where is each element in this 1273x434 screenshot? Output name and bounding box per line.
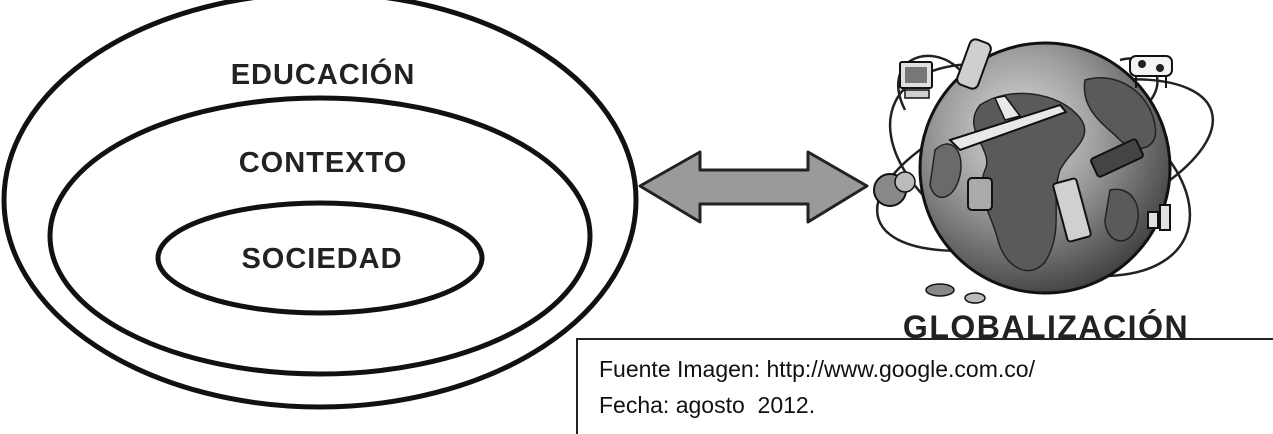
label-educacion: EDUCACIÓN xyxy=(231,57,416,91)
inner-ellipse-sociedad xyxy=(155,200,485,316)
globe-icon xyxy=(873,38,1215,304)
label-sociedad: SOCIEDAD xyxy=(241,243,402,275)
middle-ellipse-contexto xyxy=(47,95,593,377)
label-contexto: CONTEXTO xyxy=(239,147,408,179)
double-arrow-icon xyxy=(638,150,869,224)
outer-ellipse-educacion xyxy=(1,0,639,410)
source-caption-box: Fuente Imagen: http://www.google.com.co/… xyxy=(576,338,1273,434)
source-line-date: Fecha: agosto 2012. xyxy=(599,392,816,418)
source-line-image: Fuente Imagen: http://www.google.com.co/ xyxy=(599,356,1035,382)
